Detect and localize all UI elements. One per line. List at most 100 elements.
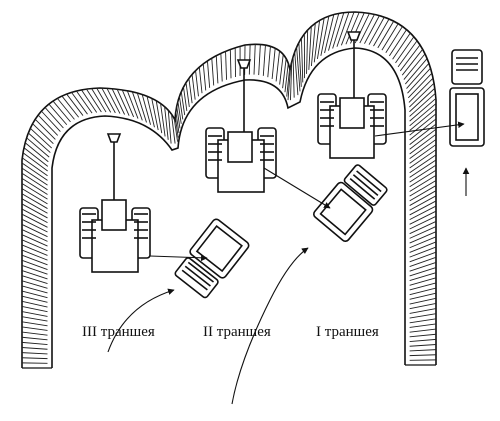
hatch-stroke	[37, 114, 59, 136]
hatch-stroke	[106, 88, 121, 114]
hatch-stroke	[202, 63, 207, 91]
hatch-stroke	[313, 20, 321, 63]
hatch-stroke	[409, 277, 437, 286]
label-trench-3: III траншея	[82, 324, 155, 340]
hatch-stroke	[298, 42, 302, 87]
hatch-stroke	[21, 203, 48, 219]
hatch-stroke	[267, 46, 271, 78]
hatch-stroke	[21, 254, 48, 266]
hatch-stroke	[30, 127, 53, 149]
hatch-stroke	[21, 224, 48, 238]
hatch-stroke	[409, 272, 437, 282]
hatch-stroke	[160, 103, 166, 137]
hatch-stroke	[409, 154, 437, 174]
hatch-stroke	[409, 87, 436, 113]
hatch-stroke	[81, 89, 98, 113]
hatch-stroke	[294, 51, 299, 96]
hatch-stroke	[211, 58, 215, 86]
hatch-stroke	[282, 58, 287, 89]
hatch-stroke	[336, 12, 350, 47]
hatch-stroke	[22, 152, 48, 172]
hatch-stroke	[24, 142, 49, 163]
hatch-stroke	[377, 20, 395, 49]
hatch-stroke	[279, 54, 284, 85]
hatch-stroke	[180, 91, 186, 116]
hatch-stroke	[409, 333, 437, 338]
hatch-stroke	[409, 338, 437, 343]
hatch-stroke	[21, 280, 48, 289]
bucket-icon	[106, 133, 122, 143]
hatch-stroke	[345, 12, 360, 45]
hatch-stroke	[310, 23, 316, 67]
hatch-stroke	[86, 88, 102, 113]
hatch-stroke	[177, 101, 182, 124]
hatch-stroke	[178, 96, 184, 120]
hatch-stroke	[215, 55, 219, 84]
hatch-stroke	[136, 92, 147, 123]
hatch-stroke	[167, 110, 172, 144]
hatch-stroke	[146, 96, 155, 128]
hatch-stroke	[287, 66, 292, 101]
hatch-stroke	[21, 331, 48, 336]
hatch-stroke	[61, 95, 79, 118]
hatch-stroke	[21, 162, 48, 181]
hatch-stroke	[409, 113, 437, 136]
hatch-stroke	[32, 123, 54, 145]
dump-truck-1	[449, 49, 485, 147]
hatch-stroke	[409, 180, 437, 197]
hatch-stroke	[185, 82, 190, 108]
hatch-stroke	[397, 40, 418, 68]
hatch-stroke	[91, 88, 107, 113]
hatch-stroke	[328, 13, 340, 51]
hatch-stroke	[368, 16, 385, 45]
hatch-stroke	[409, 236, 437, 249]
hatch-stroke	[71, 92, 88, 115]
hatch-stroke	[409, 251, 437, 263]
hatch-stroke	[176, 106, 181, 129]
hatch-stroke	[21, 198, 48, 214]
hatch-stroke	[111, 88, 125, 115]
bucket-icon	[346, 31, 362, 41]
hatch-stroke	[21, 321, 48, 327]
hatch-stroke	[21, 311, 48, 317]
hatch-stroke	[21, 341, 48, 345]
hatch-stroke	[406, 63, 430, 89]
hatch-stroke	[21, 229, 48, 242]
hatch-stroke	[286, 68, 291, 97]
hatch-stroke	[392, 32, 411, 60]
hatch-stroke	[407, 72, 433, 99]
hatch-stroke	[332, 12, 345, 49]
hatch-stroke	[306, 30, 309, 74]
hatch-stroke	[404, 58, 428, 85]
hatch-stroke	[364, 15, 380, 44]
hatch-stroke	[21, 234, 48, 247]
hatch-stroke	[206, 60, 211, 88]
hatch-stroke	[409, 98, 437, 122]
hatch-stroke	[409, 139, 437, 160]
hatch-stroke	[409, 149, 437, 169]
dump-truck-3	[174, 218, 250, 299]
hatch-stroke	[21, 270, 48, 280]
hatch-stroke	[381, 23, 399, 51]
hatch-stroke	[403, 53, 426, 80]
hatch-stroke	[21, 244, 48, 256]
hatch-stroke	[409, 108, 437, 131]
hatch-stroke	[409, 287, 437, 296]
hatch-stroke	[141, 94, 151, 125]
hatch-stroke	[409, 128, 437, 150]
hatch-stroke	[409, 349, 437, 352]
hatch-stroke	[409, 262, 437, 272]
hatch-stroke	[164, 106, 169, 140]
hatch-stroke	[409, 190, 437, 206]
hatch-stroke	[409, 133, 437, 155]
dump-truck-2	[312, 164, 388, 243]
ground-lines	[22, 364, 436, 369]
hatch-stroke	[21, 259, 48, 270]
hatch-stroke	[340, 11, 355, 46]
hatch-stroke	[21, 172, 48, 191]
hatch-stroke	[409, 226, 437, 239]
loading-arrows	[149, 121, 470, 262]
hatch-stroke	[28, 132, 51, 153]
hatch-stroke	[21, 265, 48, 275]
hatch-stroke	[409, 308, 437, 314]
